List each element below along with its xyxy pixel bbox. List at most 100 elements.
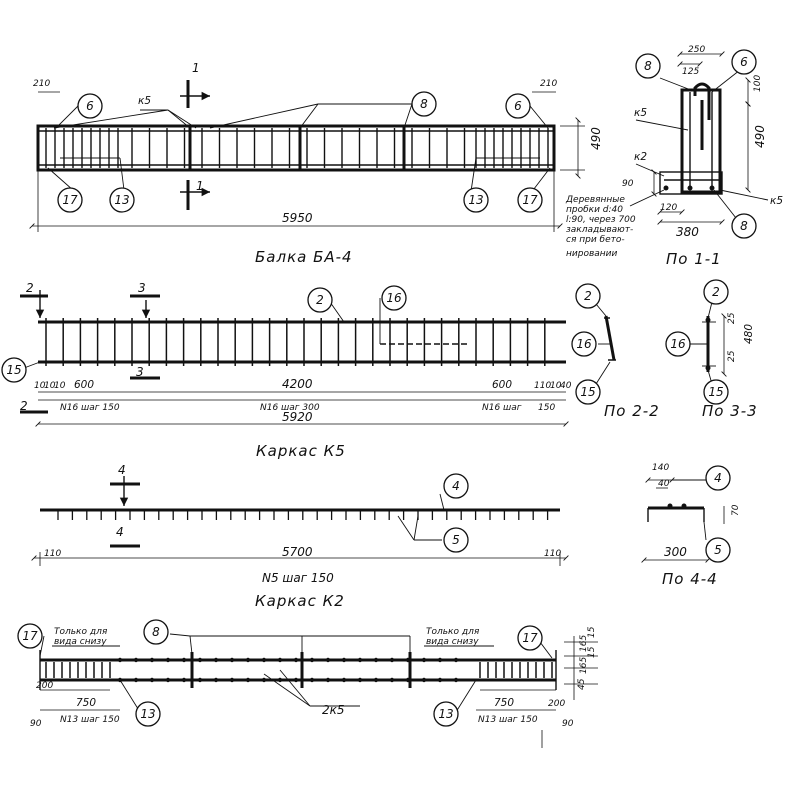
bottom-bar-dot [245,657,251,663]
title-k5: Каркас К5 [256,442,346,460]
bottom-bar-dot [293,677,299,683]
sec11-dim-380: 380 [676,225,699,239]
bottom-bar-dot [181,677,187,683]
section-2-2: 2 16 15 [571,283,616,405]
sec11-note: Деревянные пробки d:40 l:90, через 700 з… [565,195,636,259]
callout-17-bottom-right: 17 [522,631,538,645]
bottom-dim-200-right: 200 [548,699,565,709]
bottom-bar-dot [229,677,235,683]
bottom-bar-dot [293,657,299,663]
bottom-bar-dot [181,657,187,663]
beam-elevation: 1 1 210 210 5950 490 к5 [29,61,603,232]
sec11-dim-490: 490 [753,125,767,148]
k5-step-right-150: 150 [538,403,555,413]
sec33-dim-25b: 25 [727,350,737,362]
sec11-dim-250: 250 [688,45,705,55]
k5-dim-10b: 10 [44,381,56,391]
bottom-bar-dot [357,657,363,663]
bottom-bar-dot [149,657,155,663]
callout-16-k5: 16 [386,291,402,305]
callout-13-left: 13 [114,193,129,207]
sec44-dim-140: 140 [652,463,669,473]
callout-17-bottom-left: 17 [22,629,38,643]
bottom-bar-dot [437,657,443,663]
k5-dim-4200: 4200 [282,377,313,391]
callout-5-sec44: 5 [714,543,722,557]
callout-2-sec22: 2 [584,289,592,303]
bottom-note-right-1: Только для [426,627,480,637]
callout-2-k5: 2 [316,293,324,307]
callout-16-sec22: 16 [576,337,592,351]
beam-k5-label: к5 [138,95,151,107]
bottom-step-left: N13 шаг 150 [60,715,120,725]
bottom-dim-750-right: 750 [494,697,514,709]
bottom-bar-dot [341,677,347,683]
bottom-dim-90-left: 90 [30,719,42,729]
bottom-bar-dot [261,657,267,663]
bottom-bar-dot [437,677,443,683]
title-beam: Балка БА-4 [255,248,353,266]
bottom-dense-bars [45,662,553,678]
callout-15-sec22: 15 [580,385,595,399]
bottom-bar-dot [309,657,315,663]
section-4-4: 140 40 70 300 4 5 [641,463,741,563]
svg-text:ся при бето-: ся при бето- [566,235,625,245]
callout-17-right: 17 [522,193,538,207]
sec44-dim-70: 70 [731,504,741,516]
callout-6-left: 6 [86,99,94,113]
bottom-step-right: N13 шаг 150 [478,715,538,725]
bottom-right-dim-165: 165 [579,635,589,652]
sec44-dim-40: 40 [658,479,670,489]
bottom-right-dim-15b: 15 [587,646,597,658]
frame-k2: 4 4 110 5700 110 N5 шаг 150 4 5 [31,463,569,585]
bottom-dim-750-left: 750 [76,697,96,709]
callout-8-bottom: 8 [152,625,160,639]
k5-step-left: N16 шаг 150 [60,403,120,413]
bottom-right-dim-45: 45 [577,678,587,690]
svg-text:l:90, через 700: l:90, через 700 [566,215,636,225]
bottom-bar-dot [341,657,347,663]
bottom-bar-dot [117,657,123,663]
bottom-bar-dot [213,677,219,683]
title-k2: Каркас К2 [255,592,345,610]
bottom-bar-dot [421,657,427,663]
bottom-bar-dot [325,677,331,683]
callout-13-right: 13 [468,193,483,207]
k5-dim-110: 110 [534,381,551,391]
bottom-bar-dot [149,677,155,683]
bottom-bar-dot [133,677,139,683]
k2-dim-110-right: 110 [544,549,561,559]
bottom-bar-dot [421,677,427,683]
svg-text:нировании: нировании [566,249,618,259]
sec11-dim-100: 100 [753,75,763,92]
callout-4-sec44: 4 [714,471,722,485]
bottom-bar-dot [389,677,395,683]
beam-length-dim: 5950 [282,211,313,225]
title-section-2-2: По 2-2 [604,402,660,420]
beam-dense-stirrups [45,128,549,168]
callout-6-right: 6 [514,99,522,113]
k5-dim-600-right: 600 [492,379,512,391]
k5-dim-600-left: 600 [74,379,94,391]
callout-6-sec11: 6 [740,55,748,69]
sec11-dim-120: 120 [660,203,677,213]
bottom-note-right-2: вида снизу [426,637,479,647]
bottom-bar-dot [165,677,171,683]
beam-stirrups [131,128,466,168]
sec11-dim-90: 90 [622,179,634,189]
callout-5-k2: 5 [452,533,460,547]
cut-label-1-bottom: 1 [196,179,204,193]
sec33-dim-480: 480 [743,324,755,344]
sec33-dim-25a: 25 [727,312,737,324]
title-section-4-4: По 4-4 [662,570,718,588]
k5-total-dim: 5920 [282,410,313,424]
cut-label-3-bottom: 3 [136,365,144,379]
callout-4-k2: 4 [452,479,460,493]
k5-step-right: N16 шаг [482,403,522,413]
sec11-k2-label: к2 [634,151,647,163]
sec11-k5-label: к5 [634,107,647,119]
callout-15-k5: 15 [6,363,21,377]
k5-step-center: N16 шаг 300 [260,403,320,413]
bottom-note-left-2: вида снизу [54,637,107,647]
